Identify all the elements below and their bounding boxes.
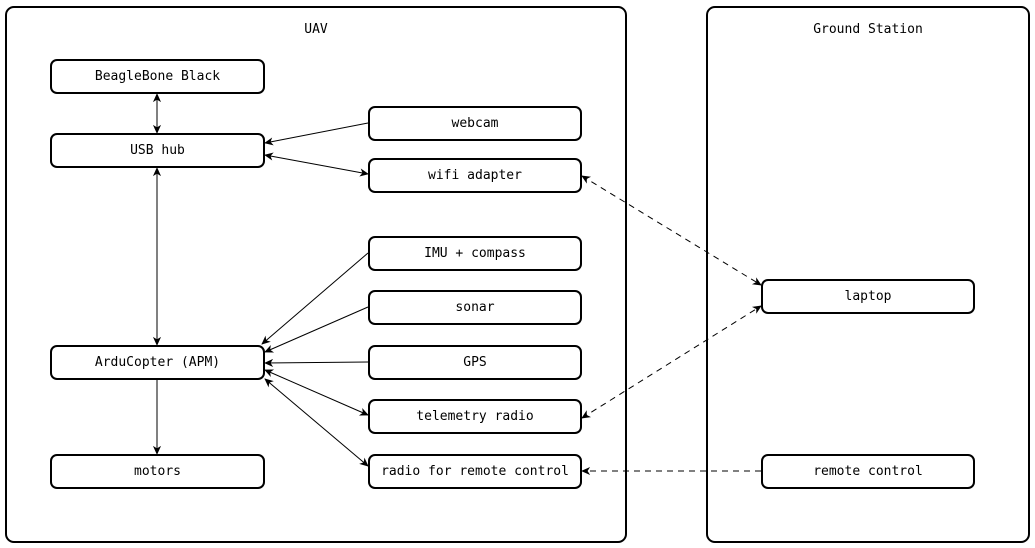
webcam-node: webcam [368, 106, 582, 141]
usb-hub-node: USB hub [50, 133, 265, 168]
beaglebone-black-node: BeagleBone Black [50, 59, 265, 94]
arducopter-apm-node: ArduCopter (APM) [50, 345, 265, 380]
imu-compass-node: IMU + compass [368, 236, 582, 271]
wifi-adapter-node: wifi adapter [368, 158, 582, 193]
laptop-node: laptop [761, 279, 975, 314]
gps-node: GPS [368, 345, 582, 380]
sonar-node: sonar [368, 290, 582, 325]
uav-region-title: UAV [304, 22, 328, 37]
remote-control-radio-node: radio for remote control [368, 454, 582, 489]
motors-node: motors [50, 454, 265, 489]
remote-control-node: remote control [761, 454, 975, 489]
ground-station-region-title: Ground Station [813, 22, 923, 37]
telemetry-radio-node: telemetry radio [368, 399, 582, 434]
